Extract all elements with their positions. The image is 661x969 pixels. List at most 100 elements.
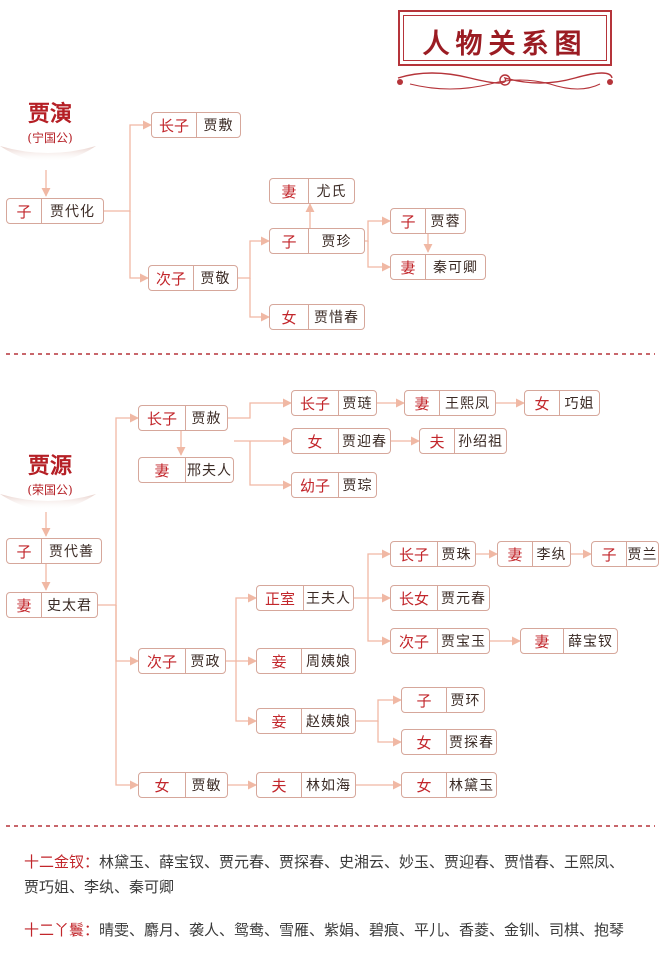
node-role: 妻: [498, 542, 533, 566]
node-role: 女: [402, 773, 447, 797]
title-ornament: [499, 74, 511, 86]
node-name: 薛宝钗: [568, 634, 613, 650]
node-sun: 夫 孙绍祖: [419, 428, 507, 454]
node-role: 妻: [521, 629, 564, 653]
node-role: 次子: [139, 649, 186, 673]
node-role: 长子: [292, 391, 339, 415]
connector-line: [377, 721, 402, 747]
node-name: 林黛玉: [449, 778, 494, 794]
node-zhou: 妾 周姨娘: [256, 648, 356, 674]
connector-line: [104, 120, 152, 212]
node-liwan: 妻 李纨: [497, 541, 571, 567]
list-jinchai: 十二金钗：林黛玉、薛宝钗、贾元春、贾探春、史湘云、妙玉、贾迎春、贾惜春、王熙凤、…: [24, 850, 636, 900]
node-tanchun: 女 贾探春: [401, 729, 497, 755]
node-name: 巧姐: [564, 396, 595, 412]
node-baoyu: 次子 贾宝玉: [390, 628, 490, 654]
node-min: 女 贾敏: [138, 772, 228, 798]
connector-line: [356, 695, 402, 722]
node-name: 贾珠: [441, 547, 472, 563]
node-cong: 幼子 贾琮: [291, 472, 377, 498]
node-daihua: 子 贾代化: [6, 198, 104, 224]
node-name: 贾环: [450, 693, 481, 709]
node-yuanchun: 长女 贾元春: [390, 585, 490, 611]
connector-line: [238, 236, 270, 279]
node-role: 长子: [152, 113, 197, 137]
ancestor-rongguo: 贾源 (荣国公): [14, 448, 86, 498]
node-jing: 次子 贾敬: [148, 265, 238, 291]
node-name: 贾迎春: [342, 434, 387, 450]
node-role: 妻: [139, 458, 186, 482]
fan-decoration: [0, 146, 96, 162]
connector-line: [115, 605, 139, 666]
node-role: 长子: [391, 542, 438, 566]
node-role: 子: [592, 542, 627, 566]
node-name: 贾宝玉: [441, 634, 486, 650]
list-yahuan: 十二丫鬟：晴雯、麝月、袭人、鸳鸯、雪雁、紫娟、碧痕、平儿、香菱、金钏、司棋、抱琴: [24, 918, 636, 943]
node-yingchun: 女 贾迎春: [291, 428, 391, 454]
node-zhu: 长子 贾珠: [390, 541, 476, 567]
ancestor-name: 贾源: [27, 453, 72, 479]
ancestor-title: (荣国公): [27, 483, 73, 497]
node-role: 子: [270, 229, 309, 253]
node-role: 夫: [420, 429, 455, 453]
connector-line: [226, 593, 257, 662]
node-name: 贾惜春: [314, 310, 359, 326]
node-name: 贾敬: [200, 271, 231, 287]
node-qiaojie: 女 巧姐: [524, 390, 600, 416]
node-role: 妾: [257, 649, 302, 673]
node-role: 妻: [405, 391, 440, 415]
node-name: 贾珍: [321, 234, 352, 250]
node-role: 正室: [257, 586, 304, 610]
title-banner: 人物关系图: [398, 10, 612, 66]
node-name: 王熙凤: [445, 396, 490, 412]
node-lian: 长子 贾琏: [291, 390, 377, 416]
node-xichun: 女 贾惜春: [269, 304, 365, 330]
node-name: 孙绍祖: [458, 434, 503, 450]
node-name: 贾蓉: [430, 214, 461, 230]
title-ornament: [397, 79, 403, 85]
list-text: 晴雯、麝月、袭人、鸳鸯、雪雁、紫娟、碧痕、平儿、香菱、金钏、司棋、抱琴: [99, 921, 625, 939]
node-ruhai: 夫 林如海: [256, 772, 356, 798]
node-shi: 妻 史太君: [6, 592, 98, 618]
node-name: 贾代化: [50, 204, 95, 220]
node-role: 女: [525, 391, 560, 415]
node-daiyu: 女 林黛玉: [401, 772, 497, 798]
ancestor-title: (宁国公): [27, 131, 73, 145]
node-zhen: 子 贾珍: [269, 228, 365, 254]
node-role: 长女: [391, 586, 438, 610]
node-she: 长子 贾赦: [138, 405, 228, 431]
node-role: 长子: [139, 406, 186, 430]
list-label: 十二金钗：: [24, 853, 100, 871]
node-name: 贾元春: [441, 591, 486, 607]
node-name: 尤氏: [316, 184, 347, 200]
list-text: 林黛玉、薛宝钗、贾元春、贾探春、史湘云、妙玉、贾迎春、贾惜春、王熙凤、贾巧姐、李…: [24, 853, 625, 896]
node-name: 赵姨娘: [306, 714, 351, 730]
node-baochai: 妻 薛宝钗: [520, 628, 618, 654]
node-role: 次子: [391, 629, 438, 653]
node-huan: 子 贾环: [401, 687, 485, 713]
node-name: 李纨: [536, 547, 567, 563]
node-role: 女: [292, 429, 339, 453]
node-role: 子: [402, 688, 447, 712]
connector-line: [235, 661, 257, 726]
node-name: 贾琏: [342, 396, 373, 412]
page-title: 人物关系图: [422, 29, 588, 60]
node-xing: 妻 邢夫人: [138, 457, 234, 483]
node-role: 子: [391, 209, 426, 233]
node-name: 贾探春: [449, 735, 494, 751]
ancestor-name: 贾演: [27, 101, 72, 127]
node-name: 秦可卿: [433, 260, 478, 276]
node-wang: 正室 王夫人: [256, 585, 354, 611]
node-youshi: 妻 尤氏: [269, 178, 355, 204]
connector-line: [228, 398, 292, 419]
node-daishan: 子 贾代善: [6, 538, 102, 564]
node-name: 贾兰: [627, 547, 658, 563]
connector-line: [129, 211, 149, 283]
title-ornament: [409, 79, 601, 90]
node-name: 贾赦: [191, 411, 222, 427]
node-name: 贾代善: [49, 544, 94, 560]
connector-line: [367, 598, 391, 646]
connector-line: [98, 413, 139, 606]
node-zheng: 次子 贾政: [138, 648, 226, 674]
node-name: 邢夫人: [187, 463, 232, 479]
